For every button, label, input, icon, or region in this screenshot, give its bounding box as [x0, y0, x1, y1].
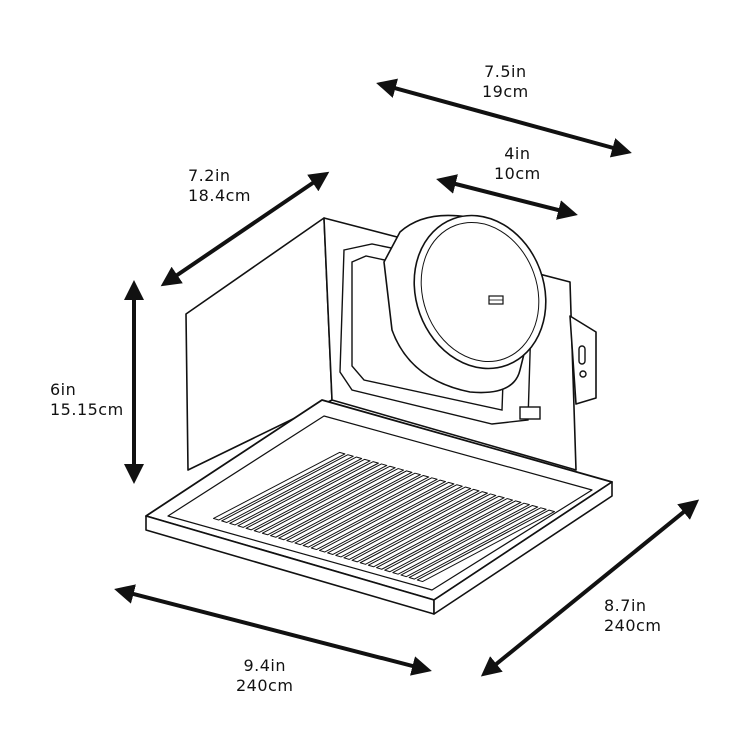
label-duct-metric: 10cm — [494, 164, 541, 183]
grille-slot — [229, 456, 363, 526]
label-height-metric: 15.15cm — [50, 400, 124, 419]
label-depth: 7.2in 18.4cm — [188, 166, 251, 206]
arrow-grille-depth — [480, 499, 700, 677]
label-grille-depth: 8.7in 240cm — [604, 596, 661, 636]
grille-slot — [343, 488, 480, 560]
grille-slot — [261, 465, 396, 536]
label-grille-depth-imperial: 8.7in — [604, 596, 647, 615]
grille-slot — [221, 454, 354, 523]
duct-collar — [383, 214, 547, 394]
label-duct: 4in 10cm — [494, 144, 541, 184]
label-depth-imperial: 7.2in — [188, 166, 231, 185]
arrow-top-width — [376, 78, 632, 158]
label-duct-imperial: 4in — [504, 144, 531, 163]
dimension-arrows — [114, 78, 700, 677]
label-top-width-imperial: 7.5in — [484, 62, 527, 81]
grille-slot — [278, 470, 413, 541]
grille-slot — [359, 493, 497, 565]
label-grille-depth-metric: 240cm — [604, 616, 662, 635]
grille-slot — [318, 481, 455, 553]
damper-pin — [488, 295, 504, 305]
grille-slot — [270, 468, 405, 538]
grille-slot — [212, 451, 346, 521]
bracket-slots — [578, 345, 587, 378]
label-grille-width-imperial: 9.4in — [243, 656, 286, 675]
label-height: 6in 15.15cm — [50, 380, 124, 420]
grille-slot — [253, 463, 388, 533]
label-top-width: 7.5in 19cm — [482, 62, 529, 102]
mounting-bracket — [569, 315, 597, 405]
grille-slot — [302, 477, 438, 548]
grille-slot — [351, 491, 488, 563]
label-grille-width-metric: 240cm — [236, 676, 294, 695]
grille-slot — [367, 495, 505, 568]
grille-slot — [286, 472, 421, 543]
grille-slot — [335, 486, 472, 558]
grille-slot — [310, 479, 446, 551]
label-height-imperial: 6in — [50, 380, 77, 399]
arrow-grille-width — [114, 584, 432, 676]
grille-slot — [294, 474, 430, 546]
arrow-depth — [160, 171, 330, 287]
grille-slot — [237, 458, 371, 528]
label-top-width-metric: 19cm — [482, 82, 529, 101]
label-grille-width: 9.4in 240cm — [236, 656, 293, 696]
grille-slot — [245, 461, 379, 531]
label-depth-metric: 18.4cm — [188, 186, 252, 205]
grille-slot — [327, 484, 463, 555]
housing-tab — [519, 406, 541, 420]
arrow-duct — [436, 174, 578, 220]
